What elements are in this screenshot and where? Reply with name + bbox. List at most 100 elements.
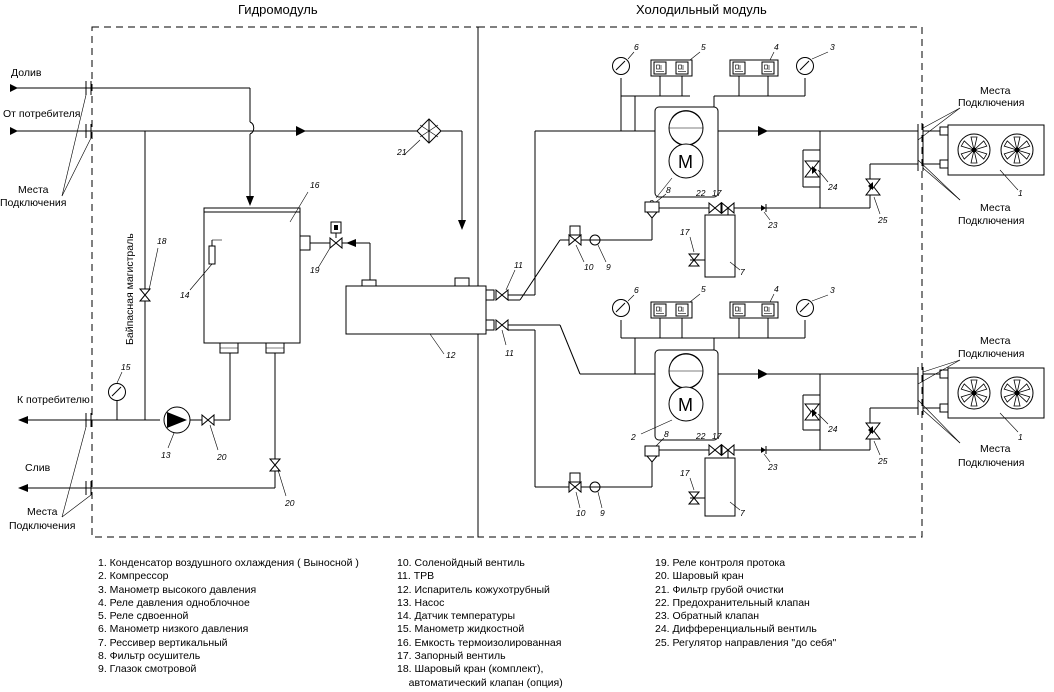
diff-valve-1	[804, 160, 820, 178]
trv-valves	[495, 289, 509, 331]
legend-item: 21. Фильтр грубой очистки	[655, 583, 784, 596]
num-8-bottom: 8	[664, 429, 669, 439]
hydromodule-border	[91, 26, 479, 538]
num-17-bottom-a: 17	[712, 431, 722, 441]
label-podklyucheniya-left-bottom: Подключения	[9, 520, 75, 532]
num-4-bottom: 4	[774, 284, 779, 294]
regulator-2	[865, 422, 881, 440]
num-22-bottom: 22	[695, 431, 706, 441]
num-20-bottom: 20	[284, 498, 295, 508]
legend-item: 12. Испаритель кожухотрубный	[397, 583, 550, 596]
legend-item: 19. Реле контроля протока	[655, 557, 786, 569]
label-podklyucheniya-right-1: Подключения	[958, 97, 1024, 109]
left-connection-leaders	[61, 94, 92, 518]
coarse-filter	[416, 118, 442, 144]
num-21: 21	[396, 147, 407, 157]
num-14: 14	[180, 290, 190, 300]
legend-item: 16. Емкость термоизолированная	[397, 636, 562, 649]
cooling-module-border	[477, 26, 923, 538]
legend-item: 2. Компрессор	[98, 570, 169, 583]
solenoid-sight-1	[568, 225, 601, 246]
legend-item: 14. Датчик температуры	[397, 610, 516, 623]
num-19: 19	[310, 265, 320, 275]
filter-dryer-1	[644, 201, 660, 219]
connection-flanges	[85, 81, 92, 495]
num-7-bottom: 7	[740, 508, 745, 518]
hydromodule-title: Гидромодуль	[238, 2, 318, 17]
circuit-2-piping	[508, 318, 918, 499]
num-9-top: 9	[606, 262, 611, 272]
cooling-module-title: Холодильный модуль	[636, 2, 767, 17]
num-17-bottom-b: 17	[680, 468, 690, 478]
num-23-bottom: 23	[767, 462, 778, 472]
legend-item: автоматический клапан (опция)	[397, 676, 563, 689]
legend-item: 20. Шаровый кран	[655, 570, 744, 583]
legend-item: 15. Манометр жидкостной	[397, 623, 525, 636]
legend-item: 13. Насос	[397, 596, 445, 609]
label-mesta-right-3: Места	[980, 335, 1011, 347]
dual-relay-2	[650, 301, 693, 319]
shell-tube-evaporator	[345, 277, 495, 335]
legend-item: 8. Фильтр осушитель	[98, 650, 201, 663]
legend-item: 4. Реле давления одноблочное	[98, 596, 250, 609]
num-25-top: 25	[877, 215, 888, 225]
num-3-bottom: 3	[830, 285, 835, 295]
liquid-manometer	[108, 383, 126, 401]
legend-item: 9. Глазок смотровой	[98, 663, 197, 676]
legend-item: 17. Запорный вентиль	[397, 650, 506, 663]
label-k-potrebitelyu: К потребителю	[17, 394, 90, 406]
filter-dryer-2	[644, 445, 660, 463]
legend-item: 3. Манометр высокого давления	[98, 583, 257, 596]
low-pressure-gauge-2	[612, 299, 630, 317]
num-17-top-a: 17	[712, 188, 722, 198]
motor-label-2: M	[678, 395, 693, 415]
single-relay-2	[729, 301, 779, 319]
legend-item: 10. Соленойдный вентиль	[397, 557, 525, 569]
receiver-1	[704, 214, 736, 278]
legend-item: 18. Шаровый кран (комплект),	[397, 663, 544, 676]
num-24-bottom: 24	[827, 424, 838, 434]
legend-column-2: 10. Соленойдный вентиль 11. ТРВ 12. Испа…	[397, 557, 563, 690]
label-mesta-left-bottom: Места	[27, 506, 58, 518]
num-1-bottom: 1	[1018, 432, 1023, 442]
condenser-1	[947, 124, 1045, 176]
num-23-top: 23	[767, 220, 778, 230]
num-22-top: 22	[695, 188, 706, 198]
label-podklyucheniya-left-top: Подключения	[0, 197, 66, 209]
num-11-top: 11	[514, 260, 523, 270]
num-12: 12	[446, 350, 456, 360]
motor-label-1: M	[678, 152, 693, 172]
bypass-ball-valve	[139, 288, 151, 302]
circuit-1-piping	[508, 76, 918, 301]
low-pressure-gauge-1	[612, 57, 630, 75]
dual-relay-1	[650, 59, 693, 77]
num-13: 13	[161, 450, 171, 460]
num-17-top-b: 17	[680, 227, 690, 237]
num-11-bottom: 11	[505, 348, 514, 358]
label-mesta-right-1: Места	[980, 85, 1011, 97]
hydro-piping	[10, 84, 466, 492]
schematic-diagram: Гидромодуль Холодильный модуль	[0, 2, 1045, 538]
num-15: 15	[121, 362, 131, 372]
num-8-top: 8	[666, 185, 671, 195]
label-ot-potrebitelya: От потребителя	[3, 108, 80, 120]
valves-circuit-2	[688, 444, 767, 505]
label-sliv: Слив	[25, 462, 51, 474]
num-5-top: 5	[701, 42, 706, 52]
legend-item: 22. Предохранительный клапан	[655, 596, 810, 609]
ball-valve-pump	[201, 414, 215, 426]
regulator-1	[865, 178, 881, 196]
legend-item: 24. Дифференциальный вентиль	[655, 623, 817, 636]
label-podklyucheniya-right-3: Подключения	[958, 348, 1024, 360]
ball-valve-drain	[269, 458, 281, 472]
flow-relay	[329, 221, 343, 249]
legend-item: 6. Манометр низкого давления	[98, 623, 249, 636]
label-dolyv: Долив	[11, 67, 42, 79]
num-9-bottom: 9	[600, 508, 605, 518]
pump	[163, 406, 191, 434]
num-10-top: 10	[584, 262, 594, 272]
solenoid-sight-2	[568, 472, 601, 493]
label-podklyucheniya-right-2: Подключения	[958, 215, 1024, 227]
high-pressure-gauge-2	[796, 299, 814, 317]
legend-item: 23. Обратный клапан	[655, 610, 760, 623]
